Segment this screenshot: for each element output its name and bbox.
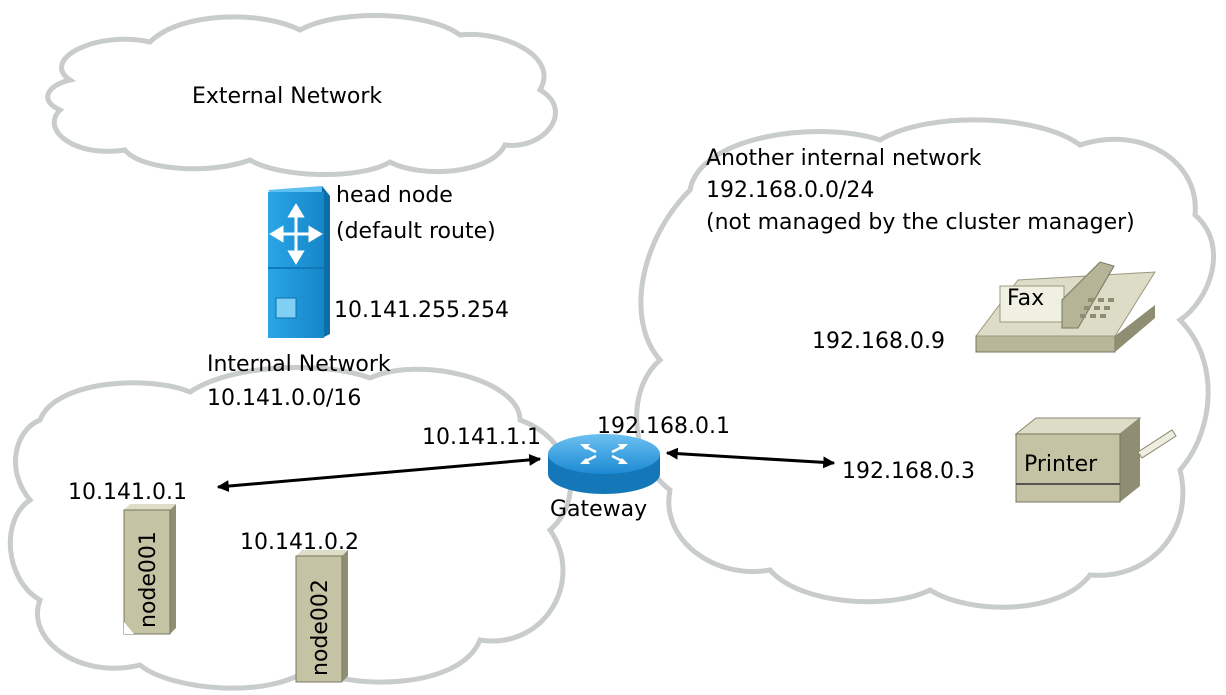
node002-ip: 10.141.0.2 [240, 530, 359, 555]
printer-icon [1014, 417, 1177, 503]
other-network-subnet: 192.168.0.0/24 [706, 178, 875, 203]
gateway-internal-ip: 10.141.1.1 [422, 425, 541, 450]
external-network-cloud [45, 12, 558, 178]
switch-icon [268, 186, 330, 338]
internal-network-cloud [7, 364, 573, 691]
node002-icon [295, 550, 348, 683]
head-node-name: head node [336, 183, 453, 208]
router-icon [548, 434, 660, 494]
gateway-label: Gateway [550, 497, 648, 522]
internal-network-name: Internal Network [207, 352, 391, 377]
printer-label: Printer [1024, 452, 1098, 477]
fax-ip: 192.168.0.9 [812, 329, 945, 354]
node002-label: node002 [308, 579, 333, 676]
head-node-ip: 10.141.255.254 [334, 298, 509, 323]
external-network-label: External Network [192, 84, 383, 109]
internal-network-subnet: 10.141.0.0/16 [207, 386, 362, 411]
fax-label: Fax [1007, 286, 1045, 311]
printer-ip: 192.168.0.3 [842, 459, 975, 484]
link-node-gateway [216, 453, 542, 493]
other-network-note: (not managed by the cluster manager) [706, 210, 1135, 235]
node001-ip: 10.141.0.1 [68, 480, 187, 505]
head-node-role: (default route) [336, 219, 496, 244]
fax-icon [975, 261, 1156, 353]
node001-label: node001 [136, 531, 161, 628]
node001-icon [123, 504, 176, 635]
other-network-name: Another internal network [706, 146, 982, 171]
link-gateway-printer [665, 447, 836, 469]
gateway-external-ip: 192.168.0.1 [597, 414, 730, 439]
